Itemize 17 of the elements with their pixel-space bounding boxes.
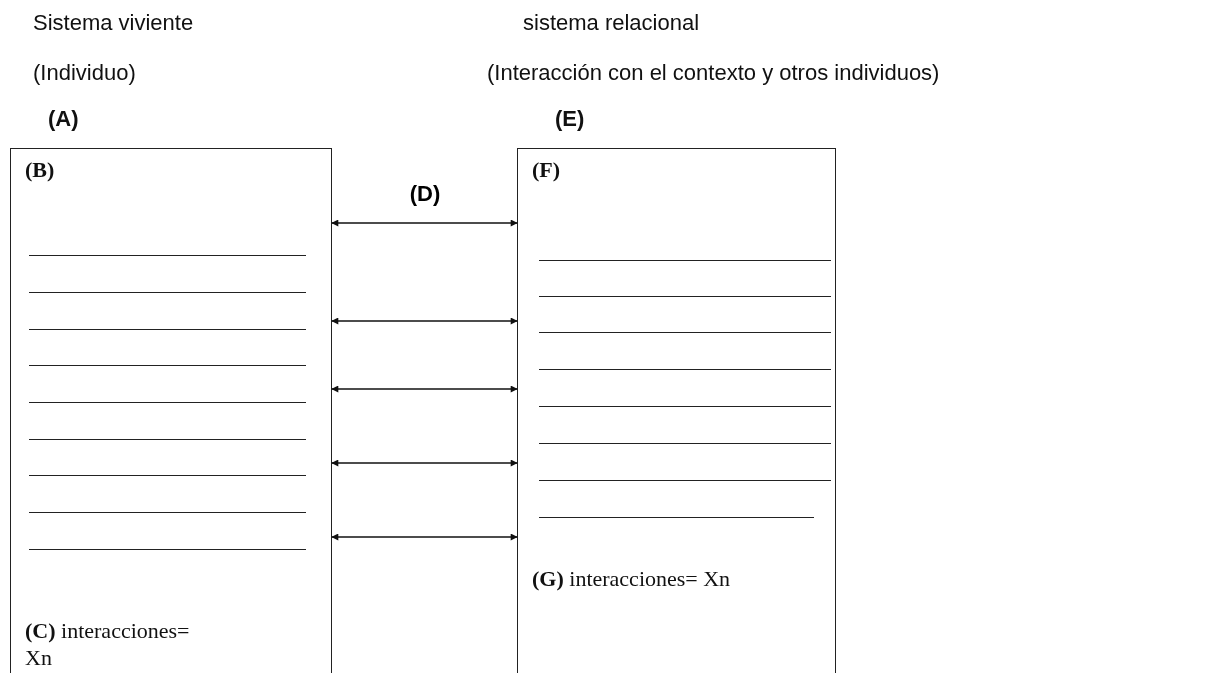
system-box bbox=[10, 148, 332, 673]
panel-letter: (E) bbox=[555, 106, 585, 132]
box-letter: (B) bbox=[25, 157, 55, 183]
interaction-note: (G) interacciones= Xn bbox=[532, 565, 732, 592]
system-box bbox=[517, 148, 836, 673]
double-arrow bbox=[331, 317, 518, 325]
panel-letter: (A) bbox=[48, 106, 79, 132]
interaction-note: (C) interacciones= Xn bbox=[25, 617, 191, 671]
double-arrow bbox=[331, 459, 518, 467]
heading-text: sistema relacional bbox=[523, 10, 700, 36]
heading-text: (Individuo) bbox=[33, 60, 136, 86]
double-arrow bbox=[331, 219, 518, 227]
box-letter: (F) bbox=[532, 157, 561, 183]
double-arrow bbox=[331, 533, 518, 541]
heading-text: (Interacción con el contexto y otros individuos) bbox=[487, 60, 940, 86]
double-arrow bbox=[331, 385, 518, 393]
heading-text: Sistema viviente bbox=[33, 10, 194, 36]
